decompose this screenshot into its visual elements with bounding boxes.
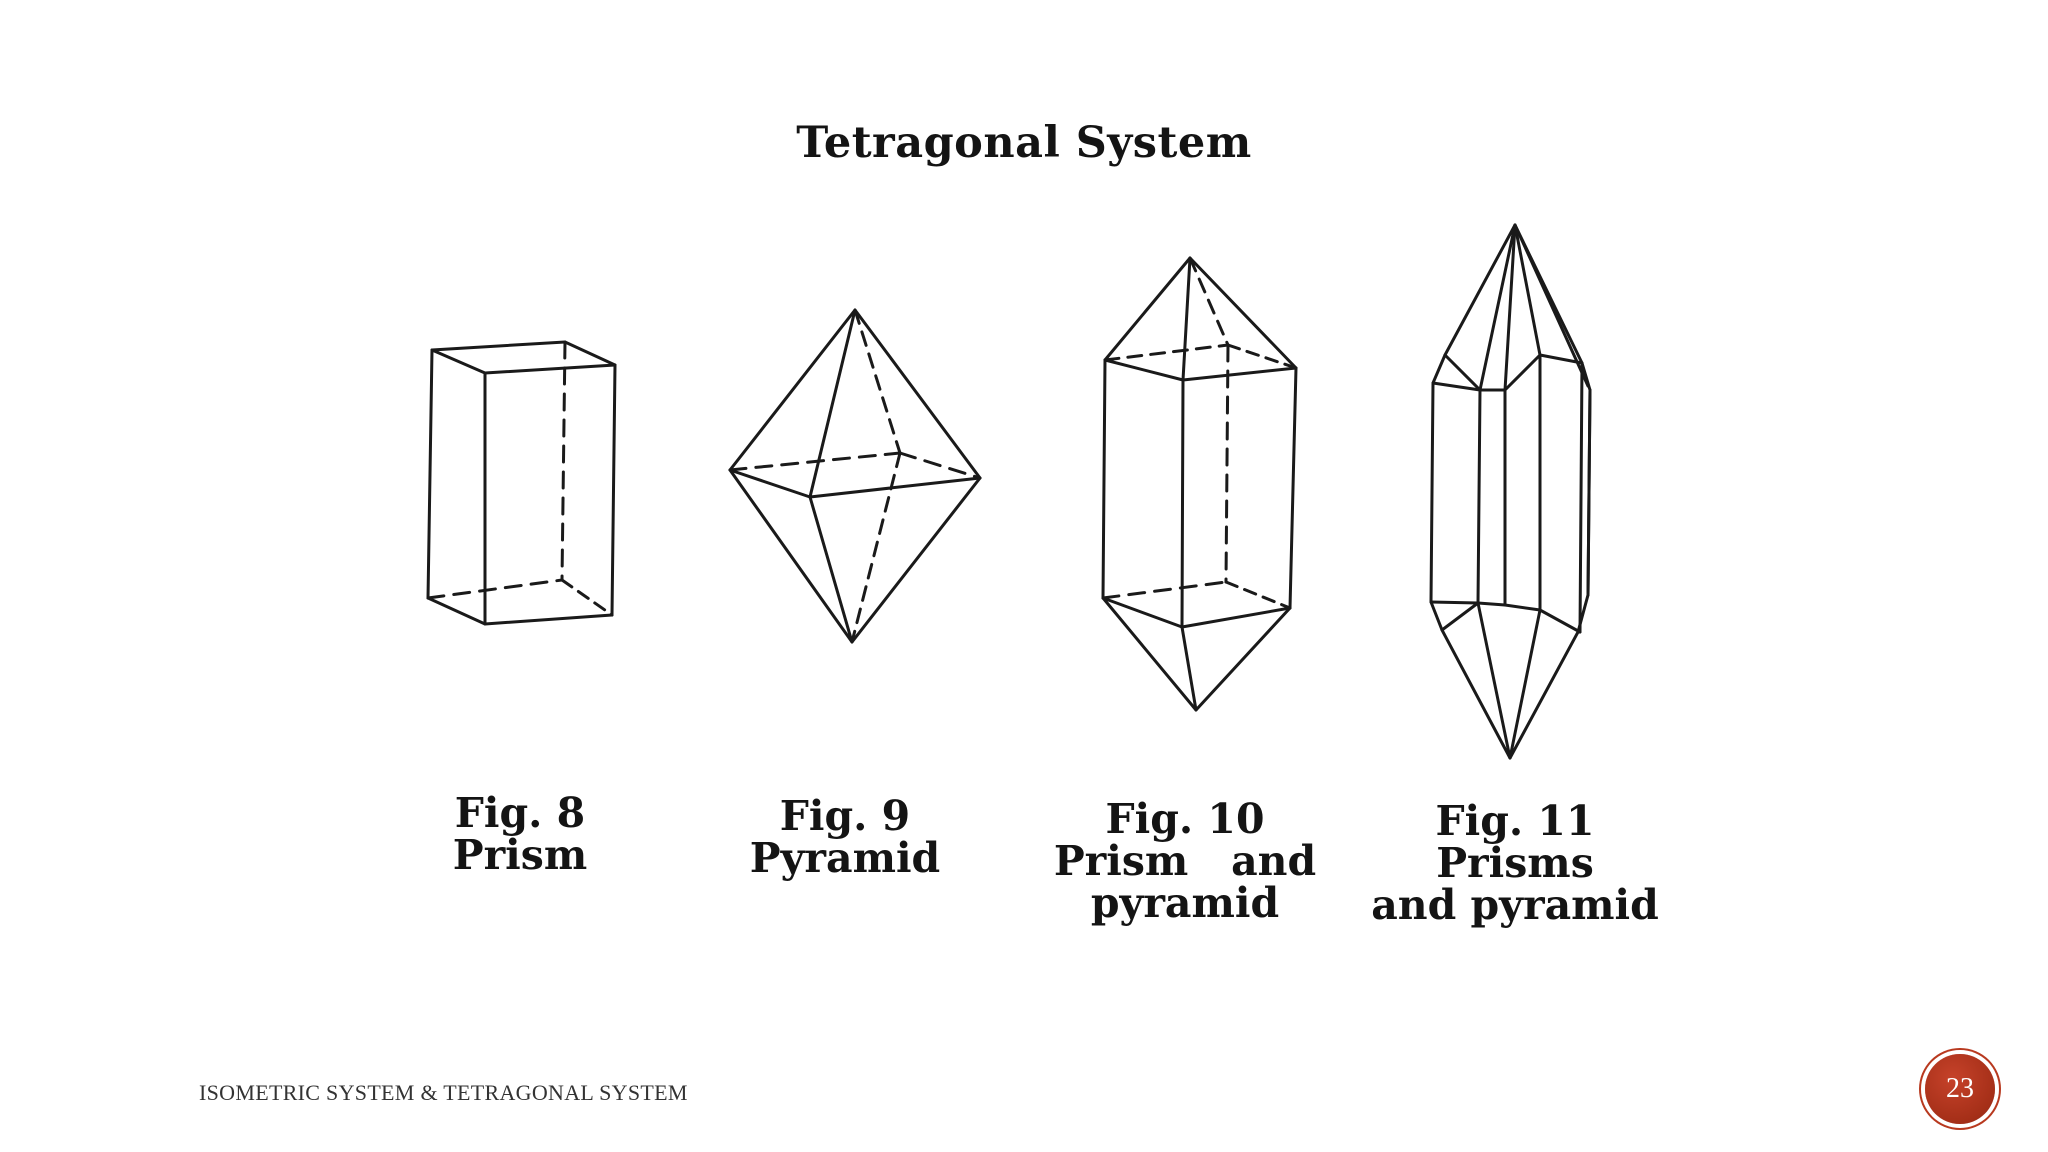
figure-caption-11: Fig. 11 Prisms and pyramid [1370,800,1660,926]
figure-number: Fig. 10 [1105,795,1265,843]
figure-name: Pyramid [749,834,941,882]
figure-name: Prism [452,831,588,879]
figure-caption-8: Fig. 8 Prism [410,792,630,876]
figure-caption-10: Fig. 10 Prism and pyramid [1040,798,1330,924]
prism-and-pyramid-drawing [1101,256,1298,712]
figure-number: Fig. 8 [454,789,586,837]
figure-name-line-1: Prisms [1436,839,1594,887]
prisms-and-pyramid-drawing [1429,223,1592,760]
figure-caption-9: Fig. 9 Pyramid [715,795,975,879]
slide-title: Tetragonal System [796,118,1252,168]
figure-name-line-2: and pyramid [1371,881,1659,929]
prism-drawing [426,340,617,626]
pyramid-drawing [728,308,982,644]
figure-number: Fig. 11 [1435,797,1595,845]
figure-number: Fig. 9 [779,792,911,840]
figure-name-line-2: pyramid [1090,879,1280,927]
slide-footer: ISOMETRIC SYSTEM & TETRAGONAL SYSTEM [199,1080,688,1105]
figure-name-line-1: Prism and [1053,837,1317,885]
page-number-badge: 23 [1925,1054,1995,1124]
